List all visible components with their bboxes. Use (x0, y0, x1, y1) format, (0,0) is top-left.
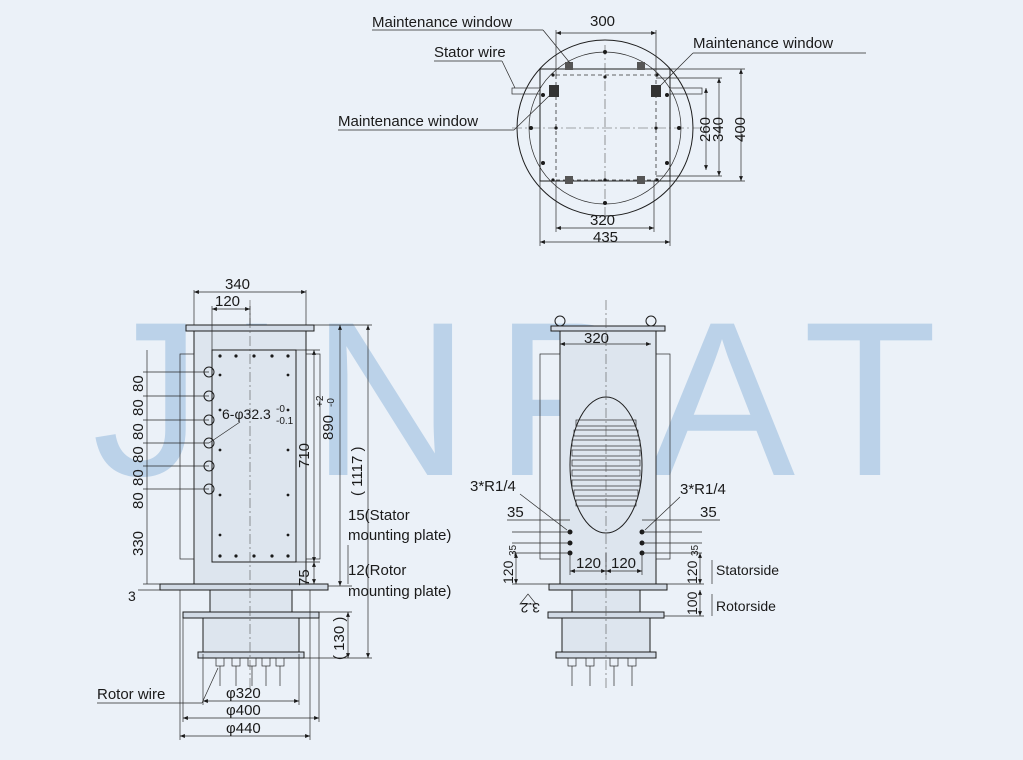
dim-75: 75 (296, 569, 313, 586)
dim-400: 400 (732, 117, 749, 142)
rotor-connectors (215, 657, 285, 686)
top-view: 300 260 340 400 320 435 Maintenance wind… (338, 13, 866, 246)
dim-320-top: 320 (590, 212, 615, 229)
label-maintenance-window-left: Maintenance window (338, 113, 478, 130)
window-block-left (549, 85, 559, 97)
dim-80-e: 80 (130, 469, 147, 486)
dim-435: 435 (593, 229, 618, 246)
dim-35-left-2: 35 (508, 544, 519, 556)
dim-320-side: 320 (584, 330, 609, 347)
dim-890: 890 (320, 415, 337, 440)
label-rotor-plate-2: mounting plate) (348, 583, 451, 600)
hole-callout: 6-φ32.3 (222, 406, 271, 422)
dim-phi400: φ400 (226, 702, 261, 719)
dim-100: 100 (684, 591, 700, 615)
dim-340-front: 340 (225, 276, 250, 293)
dim-80-b: 80 (130, 399, 147, 416)
port-callout-left: 3*R1/4 (470, 478, 516, 495)
label-stator-plate-2: mounting plate) (348, 527, 451, 544)
hole-tol-down: -0.1 (276, 416, 294, 427)
dim-120-side-a: 120 (576, 555, 601, 572)
label-stator-plate-1: 15(Stator (348, 507, 410, 524)
dim-120-front: 120 (215, 293, 240, 310)
port-callout-right: 3*R1/4 (680, 481, 726, 498)
dim-1117: ( 1117 ) (349, 447, 366, 496)
dim-80-a: 80 (130, 375, 147, 392)
side-view: 320 3*R1/4 3*R1/4 35 35 35 35 120 120 12… (470, 300, 779, 690)
label-maintenance-window-top: Maintenance window (372, 14, 512, 31)
dim-260: 260 (697, 117, 714, 142)
dim-890-tol-up: +2 (315, 395, 326, 407)
surface-finish-mark (519, 593, 537, 605)
dim-3-2: 3.2 (520, 600, 540, 616)
dim-120-side-right: 120 (684, 560, 700, 584)
dim-300-top: 300 (590, 13, 615, 30)
dim-phi320: φ320 (226, 685, 261, 702)
dim-340-top: 340 (710, 117, 727, 142)
dim-120-side-b: 120 (611, 555, 636, 572)
dim-890-tol-down: -0 (326, 398, 337, 407)
label-maintenance-window-right: Maintenance window (693, 35, 833, 52)
dim-3: 3 (128, 588, 136, 604)
dim-80-f: 80 (130, 492, 147, 509)
dim-120-side-left: 120 (500, 560, 516, 584)
dim-710: 710 (296, 443, 313, 468)
label-rotor-wire: Rotor wire (97, 686, 165, 703)
front-view: 340 120 80 80 80 80 80 80 330 3 6-φ32.3 … (97, 276, 451, 740)
dim-phi440: φ440 (226, 720, 261, 737)
dim-80-d: 80 (130, 446, 147, 463)
label-rotor-plate-1: 12(Rotor (348, 562, 406, 579)
dim-80-c: 80 (130, 423, 147, 440)
dim-35-left: 35 (507, 504, 524, 521)
label-statorside: Statorside (716, 562, 779, 578)
window-block-right (651, 85, 661, 97)
side-connectors (567, 657, 637, 686)
label-stator-wire: Stator wire (434, 44, 506, 61)
dim-35-right-2: 35 (690, 544, 701, 556)
label-rotorside: Rotorside (716, 598, 776, 614)
dim-130: ( 130 ) (331, 617, 348, 660)
hole-tol-up: -0 (276, 404, 285, 415)
dim-330: 330 (130, 531, 147, 556)
dim-35-right: 35 (700, 504, 717, 521)
